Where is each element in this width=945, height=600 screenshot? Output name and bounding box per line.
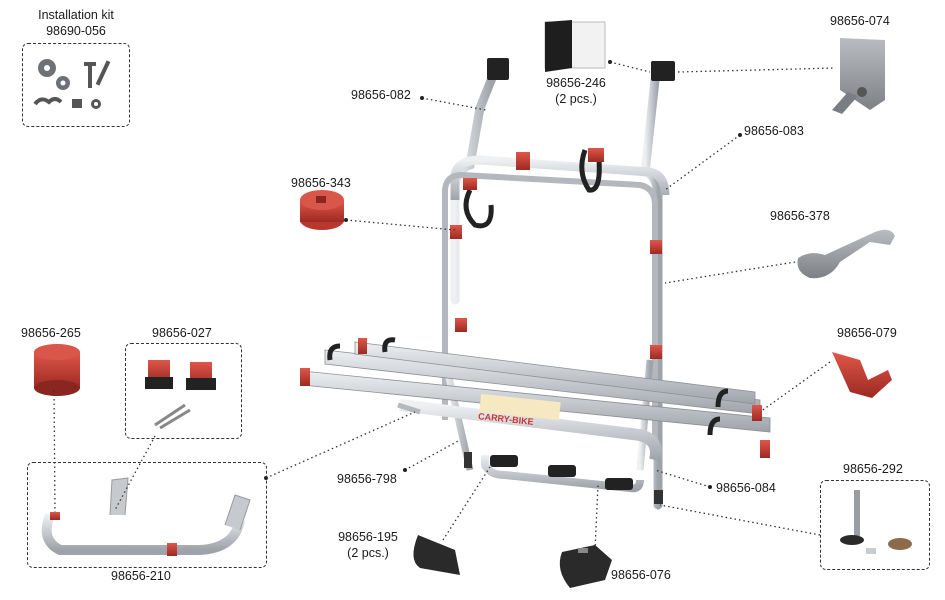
label-98656-343: 98656-343 <box>291 176 351 190</box>
part-246-pads <box>544 20 606 72</box>
part-292-foot <box>840 490 912 554</box>
label-98656-798: 98656-798 <box>337 472 397 486</box>
part-378-clamp <box>797 229 895 279</box>
label-98656-084: 98656-084 <box>716 481 776 495</box>
part-027-fittings <box>145 360 216 430</box>
bike-rack-frame <box>300 58 771 510</box>
part-079-red-hook <box>832 352 892 398</box>
installation-kit-icons <box>33 59 111 109</box>
label-98656-074: 98656-074 <box>830 14 890 28</box>
label-98656-076: 98656-076 <box>611 568 671 582</box>
label-98656-027: 98656-027 <box>152 326 212 340</box>
part-292-box <box>820 480 930 570</box>
part-343-red-block <box>300 190 344 230</box>
part-195-pad <box>413 535 460 575</box>
installation-kit-code: 98690-056 <box>46 24 106 38</box>
label-98656-083: 98656-083 <box>744 124 804 138</box>
label-98656-079: 98656-079 <box>837 326 897 340</box>
part-074-bracket <box>832 38 885 114</box>
label-98656-246: 98656-246 <box>546 76 606 90</box>
part-027-box <box>125 343 242 439</box>
label-98656-210: 98656-210 <box>111 569 171 583</box>
label-98656-378: 98656-378 <box>770 209 830 223</box>
label-98656-246-qty: (2 pcs.) <box>555 92 597 106</box>
label-98656-195: 98656-195 <box>338 530 398 544</box>
part-210-box <box>27 462 267 568</box>
part-076-clip <box>559 545 612 588</box>
leader-lines <box>53 61 836 551</box>
installation-kit-title: Installation kit <box>38 8 114 22</box>
label-98656-265: 98656-265 <box>21 326 81 340</box>
leader-dots <box>264 60 742 489</box>
label-98656-292: 98656-292 <box>843 462 903 476</box>
label-98656-195-qty: (2 pcs.) <box>347 546 389 560</box>
label-98656-082: 98656-082 <box>351 88 411 102</box>
installation-kit-box <box>22 43 130 127</box>
part-265-red-cap <box>34 344 80 396</box>
part-210-lower-frame <box>41 477 251 556</box>
